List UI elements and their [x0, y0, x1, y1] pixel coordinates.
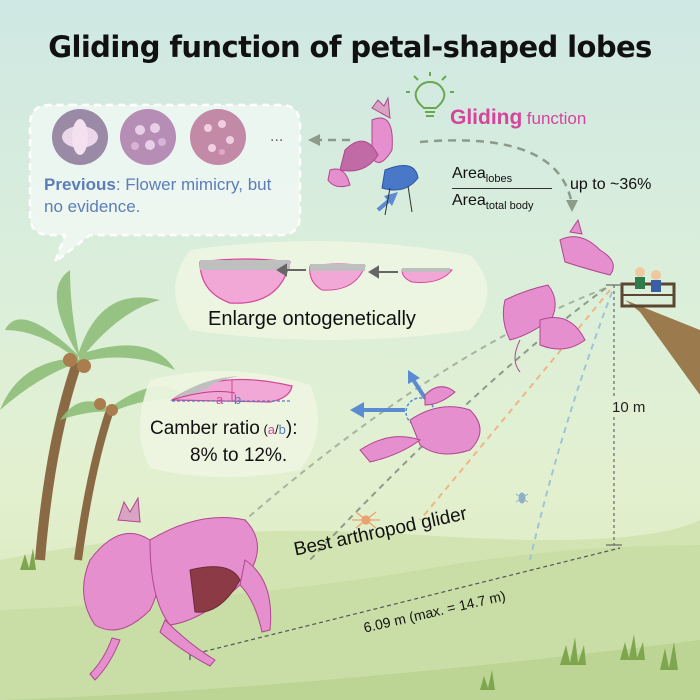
gliding-word: Gliding	[450, 106, 523, 129]
camber-b-marker: b	[234, 392, 242, 407]
camber-slash: /	[275, 422, 279, 437]
camber-a-marker: a	[216, 392, 224, 407]
lobe-large-icon	[199, 258, 291, 304]
camber-a: a	[267, 422, 276, 437]
previous-text: Previous: Flower mimicry, but no evidenc…	[44, 174, 294, 218]
area-denominator: Areatotal body	[452, 189, 552, 212]
previous-label: Previous	[44, 175, 116, 194]
camber-range: 8% to 12%.	[190, 445, 288, 466]
enlarge-arrow-icon	[276, 263, 398, 279]
gliding-function-label: Gliding function	[450, 106, 586, 130]
lightbulb-icon	[406, 72, 454, 117]
height-label: 10 m	[612, 398, 646, 417]
grass-icon	[20, 548, 678, 690]
camber-paren-open: (	[259, 422, 268, 437]
ellipsis: ...	[270, 128, 284, 145]
camber-text: Camber ratio (a/b): 8% to 12%.	[150, 416, 297, 469]
spider-icon	[352, 511, 380, 529]
camber-row-1: Camber ratio (a/b):	[150, 416, 297, 443]
gliding-arrow-icon	[318, 138, 574, 206]
blue-arrow-icon	[350, 192, 427, 418]
camber-paren-close: ):	[285, 418, 298, 439]
area-ratio: Arealobes Areatotal body	[452, 165, 552, 212]
camber-label: Camber ratio	[150, 418, 260, 439]
denominator-text: Area	[452, 192, 486, 210]
numerator-text: Area	[452, 165, 486, 182]
insect-icon	[515, 492, 529, 504]
area-numerator: Arealobes	[452, 165, 552, 190]
orchid-mantis-icon	[83, 96, 614, 681]
height-line	[606, 284, 622, 546]
flower-photo-icon	[52, 109, 108, 165]
previous-body: : Flower mimicry, but no evidence.	[44, 175, 272, 216]
function-word: function	[526, 109, 587, 128]
numerator-sub: lobes	[485, 173, 513, 186]
page-title: Gliding function of petal-shaped lobes	[48, 30, 652, 64]
area-ratio-value: up to ~36%	[570, 176, 652, 193]
flower-cluster-photo-icon	[120, 109, 176, 165]
camber-profile-icon	[170, 376, 293, 403]
flower-bush-photo-icon	[190, 109, 246, 165]
lobe-medium-icon	[309, 263, 366, 291]
observation-tower-icon	[620, 267, 700, 395]
camber-b: b	[278, 422, 286, 437]
lobe-small-icon	[401, 268, 453, 283]
enlarge-label: Enlarge ontogenetically	[208, 308, 416, 330]
denominator-sub: total body	[485, 200, 534, 213]
